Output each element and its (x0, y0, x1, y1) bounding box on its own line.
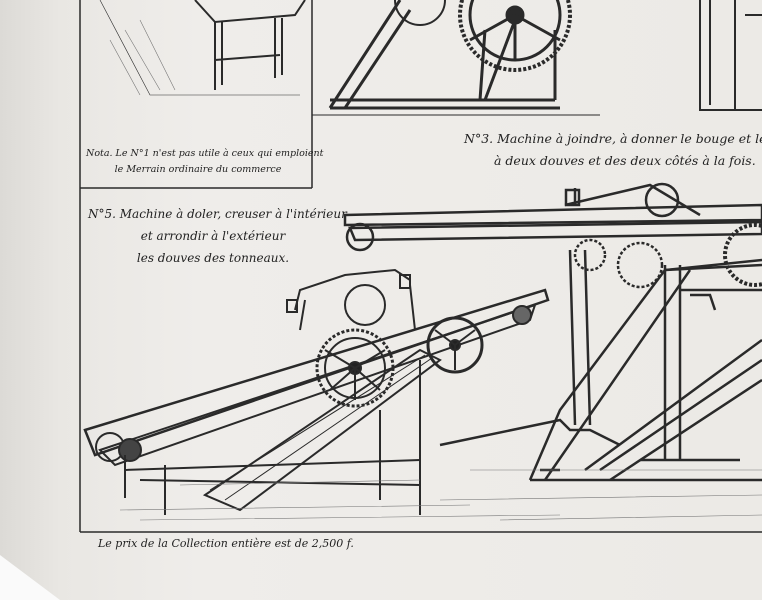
caption-no3: N°3. Machine à joindre, à donner le boug… (464, 128, 762, 172)
folded-corner (0, 555, 60, 600)
price-note: Le prix de la Collection entière est de … (98, 537, 354, 550)
caption-no5-line-3: les douves des tonneaux. (136, 251, 290, 265)
machine-fragment-top-right (699, 0, 762, 111)
machine-no3-drawing (312, 0, 600, 116)
workbench-drawing (99, 0, 306, 96)
nota-caption: Nota. Le N°1 n'est pas utile à ceux qui … (86, 146, 324, 178)
floor-hatching (109, 19, 762, 521)
caption-no3-line-1: N°3. Machine à joindre, à donner le boug… (464, 131, 762, 146)
caption-no5: N°5. Machine à doler, creuser à l'intéri… (88, 203, 347, 269)
nota-line-1: Nota. Le N°1 n'est pas utile à ceux qui … (86, 148, 324, 159)
caption-no3-line-2: à deux douves et des deux côtés à la foi… (494, 153, 756, 168)
nota-line-2: le Merrain ordinaire du commerce (114, 164, 282, 175)
machine-no3-large-drawing (343, 182, 762, 482)
caption-no5-line-1: N°5. Machine à doler, creuser à l'intéri… (88, 207, 347, 221)
machine-no5-drawing (83, 268, 550, 515)
plate-frame (79, 0, 762, 533)
caption-no5-line-2: et arrondir à l'extérieur (140, 229, 286, 243)
